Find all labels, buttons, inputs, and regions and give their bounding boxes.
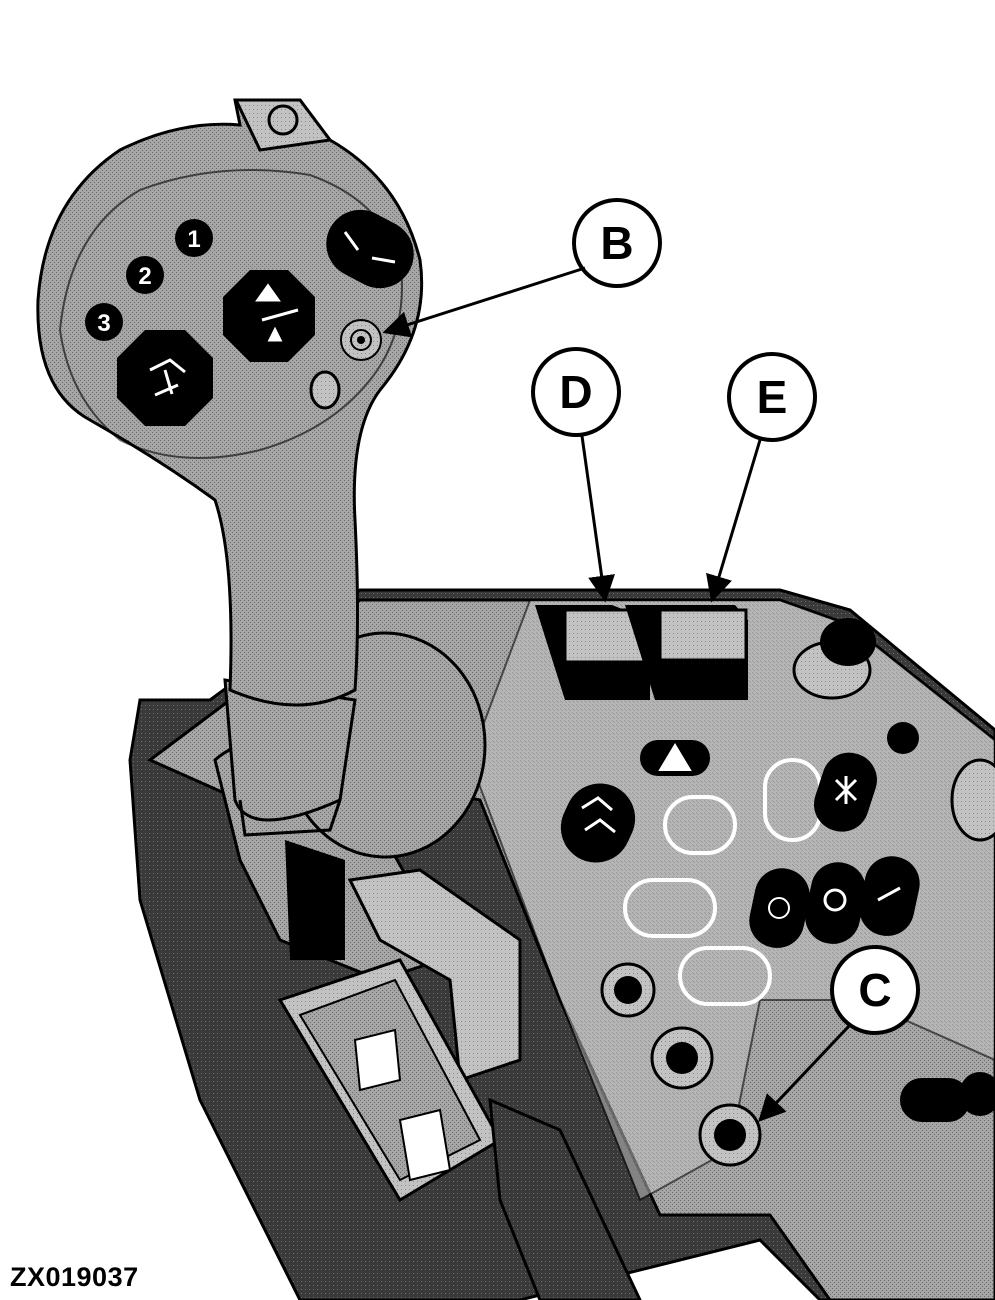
hitch-thumb-switch[interactable] bbox=[223, 270, 315, 362]
dial-knob-icon[interactable] bbox=[792, 618, 919, 754]
joystick[interactable]: 1 2 3 bbox=[36, 98, 487, 859]
callout-e: E bbox=[706, 352, 817, 603]
grip-rocker[interactable] bbox=[314, 198, 425, 300]
figure-id: ZX019037 bbox=[10, 1262, 139, 1292]
plus-minus-rocker[interactable] bbox=[800, 857, 871, 949]
callout-e-label: E bbox=[757, 371, 788, 423]
button-3[interactable] bbox=[85, 303, 123, 341]
plus-minus-rocker[interactable] bbox=[744, 863, 814, 953]
function-thumb-switch[interactable] bbox=[117, 330, 213, 426]
callout-c-label: C bbox=[858, 964, 891, 1016]
switch-d[interactable] bbox=[535, 605, 651, 700]
callout-c: C bbox=[758, 945, 920, 1122]
control-panel bbox=[468, 599, 995, 1202]
callout-b: B bbox=[382, 198, 662, 338]
button-2[interactable] bbox=[126, 256, 164, 294]
callout-d-label: D bbox=[559, 366, 592, 418]
blank-switch[interactable] bbox=[623, 878, 717, 938]
button-1[interactable] bbox=[175, 219, 213, 257]
bottom-rocker[interactable] bbox=[900, 1078, 970, 1122]
callout-d: D bbox=[531, 347, 621, 603]
side-knob[interactable] bbox=[950, 758, 995, 842]
blank-switch[interactable] bbox=[663, 795, 737, 855]
button-2-label: 2 bbox=[138, 263, 151, 290]
switch-e[interactable] bbox=[625, 605, 748, 700]
blank-switch[interactable] bbox=[678, 946, 772, 1006]
rotary-knob-stack[interactable] bbox=[600, 962, 762, 1167]
plus-minus-rocker[interactable] bbox=[854, 851, 924, 941]
button-1-label: 1 bbox=[187, 226, 200, 253]
button-3-label: 3 bbox=[97, 310, 110, 337]
grip-small-button[interactable] bbox=[309, 370, 341, 410]
bottom-rocker[interactable] bbox=[960, 1072, 995, 1116]
callout-b-label: B bbox=[600, 217, 633, 269]
